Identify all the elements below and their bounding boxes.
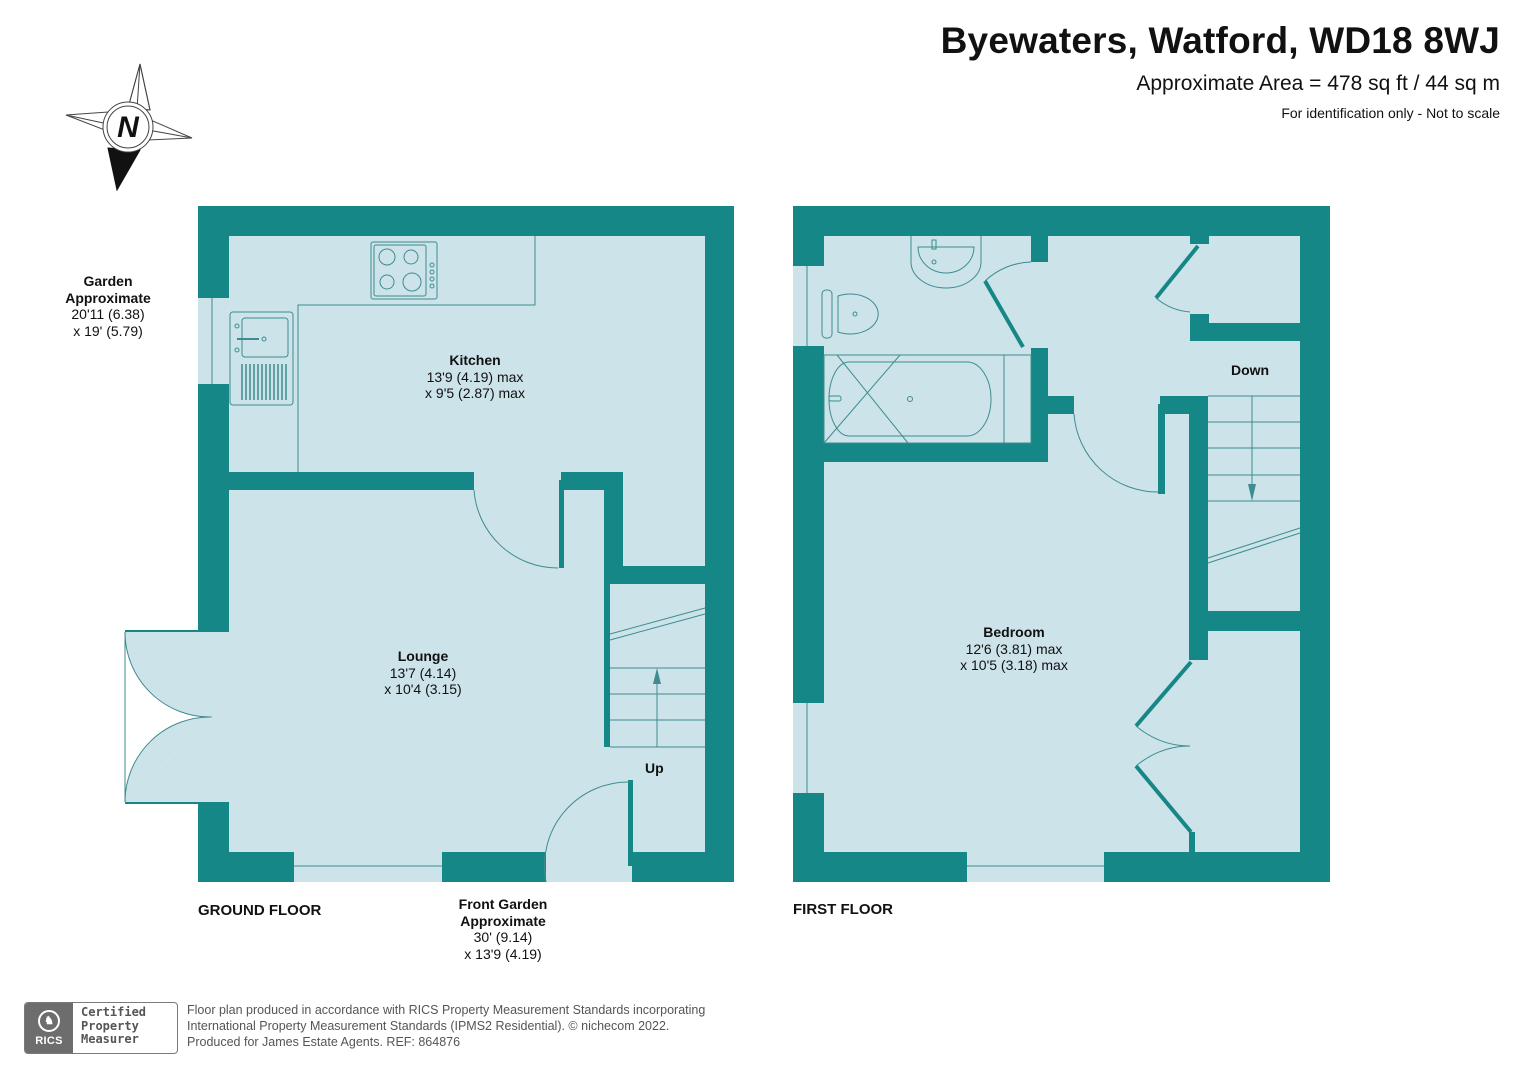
rics-lion-emblem-icon: ♞ (38, 1009, 60, 1032)
rics-certified-badge: ♞ RICS Certified Property Measurer (24, 1002, 178, 1054)
north-compass-rose-icon: N (65, 63, 193, 192)
scale-disclaimer: For identification only - Not to scale (1281, 105, 1500, 121)
ground-floor-label: GROUND FLOOR (198, 902, 322, 919)
stairs-up-label: Up (645, 760, 664, 776)
ground-floor-plan (124, 206, 734, 883)
first-floor-plan (793, 206, 1330, 882)
front-garden-label: Front Garden Approximate 30' (9.14) x 13… (458, 896, 548, 962)
bedroom-label: Bedroom 12'6 (3.81) max x 10'5 (3.18) ma… (960, 624, 1068, 673)
svg-text:N: N (117, 111, 140, 144)
first-floor-label: FIRST FLOOR (793, 901, 893, 918)
certified-measurer-text: Certified Property Measurer (81, 1005, 147, 1046)
kitchen-label: Kitchen 13'9 (4.19) max x 9'5 (2.87) max (425, 352, 525, 401)
garden-label: Garden Approximate 20'11 (6.38) x 19' (5… (65, 273, 151, 339)
rics-logo: ♞ RICS (25, 1003, 73, 1053)
stairs-down-label: Down (1231, 362, 1270, 378)
footer-notice: Floor plan produced in accordance with R… (187, 1003, 706, 1049)
approximate-area: Approximate Area = 478 sq ft / 44 sq m (1136, 72, 1500, 95)
property-title: Byewaters, Watford, WD18 8WJ (940, 20, 1500, 61)
lounge-label: Lounge 13'7 (4.14) x 10'4 (3.15) (384, 648, 462, 697)
